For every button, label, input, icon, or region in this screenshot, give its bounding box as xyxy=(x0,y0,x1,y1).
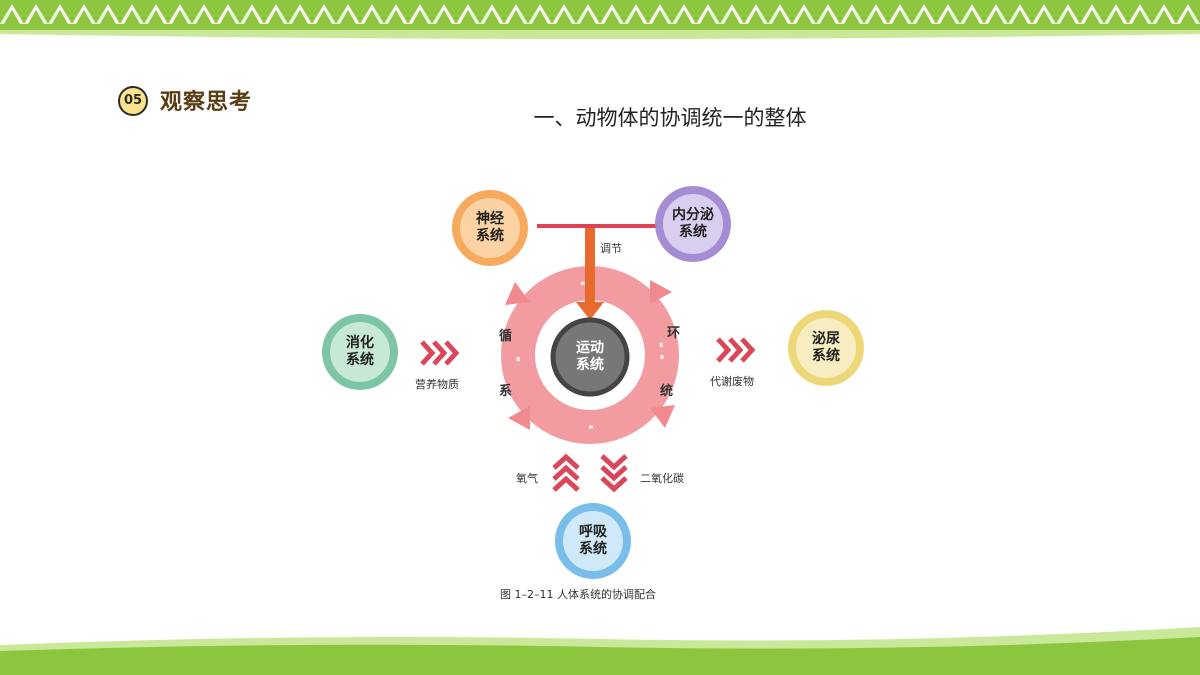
digestive-system-label: 消化 系统 xyxy=(325,335,395,369)
digestive-system-inner xyxy=(330,322,390,382)
respiratory-system-label: 呼吸 系统 xyxy=(558,524,628,558)
figure-caption: 图 1–2–11 人体系统的协调配合 xyxy=(500,588,656,601)
respiratory-system-inner xyxy=(563,511,623,571)
regulation-arrow-head xyxy=(576,302,604,320)
section-title: 观察思考 xyxy=(160,90,253,115)
digestive-system-label-line2: 系统 xyxy=(346,352,374,368)
wastes-chevrons xyxy=(716,337,756,363)
co2-chevrons xyxy=(600,454,628,493)
oxygen-chevrons xyxy=(552,453,580,492)
top-decorative-band xyxy=(0,0,1200,40)
urinary-system-label-line1: 泌尿 xyxy=(812,331,840,347)
ring-char-xun: 循 xyxy=(499,329,513,344)
bottom-decorative-band xyxy=(0,615,1200,675)
motor-system-label: 运动 系统 xyxy=(555,340,625,374)
urinary-system-label: 泌尿 系统 xyxy=(791,331,861,365)
nutrients-chevrons xyxy=(420,340,460,366)
ring-arrow-head xyxy=(650,280,672,304)
main-title: 一、动物体的协调统一的整体 xyxy=(533,106,807,130)
motor-system-label-line1: 运动 xyxy=(576,340,604,356)
section-number-badge: 05 xyxy=(118,86,148,116)
nervous-system-label-line1: 神经 xyxy=(476,211,504,227)
main-title-row: 一、动物体的协调统一的整体 xyxy=(0,102,1200,132)
urinary-system-label-line2: 系统 xyxy=(812,348,840,364)
nervous-system-label: 神经 系统 xyxy=(455,211,525,245)
wastes-label: 代谢废物 xyxy=(710,375,754,388)
ring-char-huan: 环 xyxy=(667,326,681,341)
motor-system-label-line2: 系统 xyxy=(576,357,604,373)
nervous-system-label-line2: 系统 xyxy=(476,228,504,244)
nutrients-label: 营养物质 xyxy=(415,378,459,391)
ring-arrow-head xyxy=(508,406,530,430)
endocrine-system-label-line1: 内分泌 xyxy=(672,207,714,223)
body-systems-diagram: 神经 系统 内分泌 系统 消化 系统 泌尿 系统 呼吸 系统 运动 系统 循 系… xyxy=(300,180,900,610)
urinary-system-inner xyxy=(796,318,856,378)
ring-arrow-head xyxy=(650,405,675,428)
oxygen-label: 氧气 xyxy=(516,472,538,485)
ring-char-tong: 统 xyxy=(660,384,674,399)
respiratory-system-label-line1: 呼吸 xyxy=(579,524,607,540)
respiratory-system-label-line2: 系统 xyxy=(579,541,607,557)
ring-arrow-head xyxy=(505,282,530,305)
nervous-system-inner xyxy=(460,198,520,258)
regulate-label: 调节 xyxy=(600,242,622,255)
endocrine-system-label: 内分泌 系统 xyxy=(658,207,728,241)
co2-label: 二氧化碳 xyxy=(640,472,684,485)
ring-char-xi: 系 xyxy=(499,384,513,399)
diagram-graphics xyxy=(322,186,864,579)
regulation-arrow-shaft xyxy=(585,228,595,304)
endocrine-system-label-line2: 系统 xyxy=(679,224,707,240)
digestive-system-label-line1: 消化 xyxy=(346,335,374,351)
motor-system-circle xyxy=(550,317,630,397)
endocrine-system-inner xyxy=(663,194,723,254)
